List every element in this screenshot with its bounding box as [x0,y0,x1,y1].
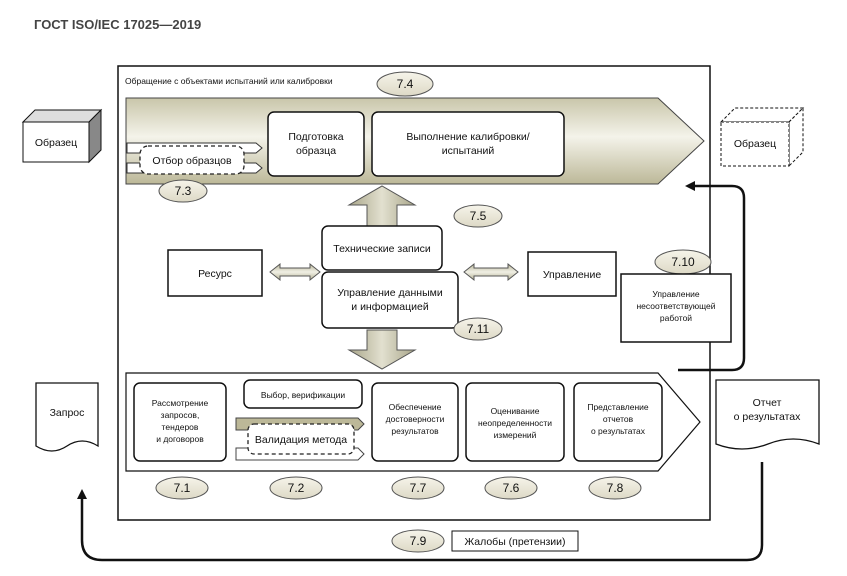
tech-records-box [321,225,443,271]
reporting-line-3: о результатах [591,426,646,436]
assurance-line-2: достоверности [386,414,445,424]
complaints-loop-arrow [77,462,764,562]
request-label: Запрос [50,407,85,419]
calibration-box [371,111,565,177]
uncertainty-box [465,382,565,462]
validation-label: Валидация метода [255,434,347,446]
ref-7-6: 7.6 [503,481,520,495]
ref-oval-7-4 [376,71,434,97]
ref-7-5: 7.5 [470,209,487,223]
review-line-2: запросов, [161,410,200,420]
ref-7-11: 7.11 [467,322,490,336]
ref-7-9: 7.9 [410,534,427,548]
sample-out-cube [719,106,805,168]
calibration-line-1: Выполнение калибровки/ [406,131,529,143]
feedback-arrow [678,181,746,372]
assurance-box [371,382,459,462]
management-label: Управление [543,269,602,281]
resource-box [167,249,263,297]
nonconf-line-3: работой [660,313,692,323]
selection-label: Выбор, верификации [261,390,345,400]
calibration-line-2: испытаний [442,145,495,157]
nonconf-line-1: Управление [652,289,700,299]
sample-prep-line-2: образца [296,145,336,157]
data-mgmt-line-1: Управление данными [337,287,443,299]
review-box [133,382,227,462]
reporting-line-2: отчетов [603,414,634,424]
uncertainty-line-3: измерений [494,430,537,440]
sampling-box [139,145,245,175]
ref-oval-7-11 [453,317,503,341]
selection-box [243,379,363,409]
reporting-box [573,382,663,462]
sampling-label: Отбор образцов [152,155,232,167]
ref-7-1: 7.1 [174,481,191,495]
down-arrow [347,329,417,370]
ref-oval-7-6 [484,476,538,500]
data-mgmt-line-2: и информацией [351,301,429,313]
request-document [35,382,99,452]
ref-oval-7-7 [391,476,445,500]
nonconf-line-2: несоответствующей [636,301,715,311]
management-box [527,251,617,297]
tech-records-label: Технические записи [333,243,431,255]
ref-7-10: 7.10 [671,255,695,269]
standard-header: ГОСТ ISO/IEC 17025—2019 [34,17,201,32]
validation-box [247,423,355,455]
report-line-2: о результатах [734,411,802,423]
management-double-arrow [463,262,519,282]
assurance-line-3: результатов [391,426,439,436]
review-line-3: тендеров [162,422,199,432]
data-management-box [321,271,459,329]
assurance-line-1: Обеспечение [389,402,442,412]
resource-label: Ресурс [198,268,232,280]
uncertainty-line-2: неопределенности [478,418,552,428]
resource-double-arrow [269,262,321,282]
ref-7-7: 7.7 [410,481,427,495]
sample-prep-line-1: Подготовка [288,131,343,143]
sample-in-label: Образец [35,137,77,149]
ref-oval-7-2 [269,476,323,500]
ref-oval-7-8 [588,476,642,500]
ref-7-2: 7.2 [288,481,305,495]
nonconforming-work-box [620,273,732,343]
sample-out-label: Образец [734,138,776,150]
sample-prep-box [267,111,365,177]
sample-in-cube [21,108,103,164]
review-line-1: Рассмотрение [152,398,209,408]
ref-oval-7-3 [158,179,208,203]
ref-oval-7-5 [453,204,503,228]
report-line-1: Отчет [753,397,782,409]
ref-oval-7-1 [155,476,209,500]
review-line-4: и договоров [156,434,204,444]
ref-7-4: 7.4 [397,77,414,91]
ref-oval-7-9 [391,529,445,553]
ref-7-3: 7.3 [175,184,192,198]
ref-7-8: 7.8 [607,481,624,495]
complaints-label: Жалобы (претензии) [464,536,565,548]
frame-title: Обращение с объектами испытаний или кали… [125,76,333,86]
uncertainty-line-1: Оценивание [491,406,540,416]
complaints-box [451,530,579,552]
report-document [715,379,820,450]
reporting-line-1: Представление [587,402,649,412]
